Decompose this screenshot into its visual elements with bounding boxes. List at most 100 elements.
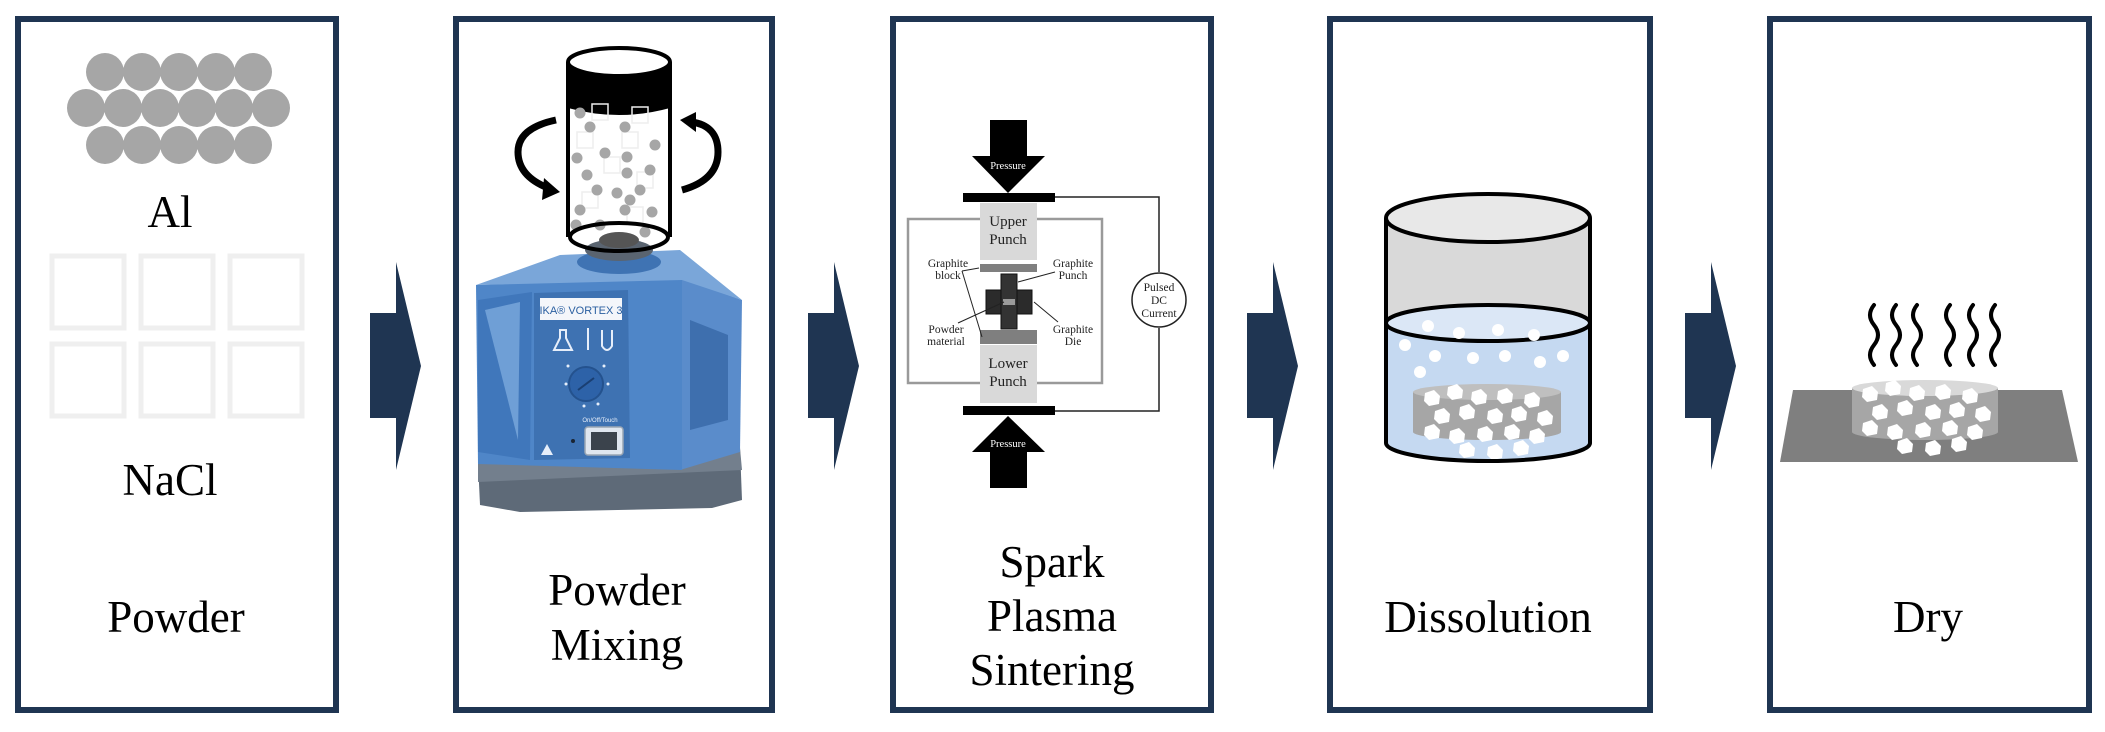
- svg-text:Lower: Lower: [988, 356, 1027, 372]
- sps-schematic: Pulsed DC Current Pressure Upper Punch: [906, 120, 1187, 488]
- bubble: [1534, 356, 1546, 368]
- nacl-particle: [581, 191, 599, 209]
- pore: [1967, 424, 1983, 440]
- panel-dry: Dry: [1767, 16, 2092, 713]
- al-particle: [639, 226, 651, 238]
- pore: [1935, 384, 1951, 400]
- panel-frame: [1767, 16, 2092, 713]
- step-label-line-1: Powder: [548, 565, 685, 615]
- heat-waves-icon: [1868, 303, 2001, 367]
- pore: [1513, 440, 1529, 456]
- graphite-die-label: Die: [1065, 336, 1082, 348]
- al-particle: [619, 121, 631, 133]
- pore: [1909, 385, 1925, 401]
- pore: [1497, 388, 1513, 404]
- vortex-mixer-icon: IKA® VORTEX 3 On/Off/Touch: [476, 239, 742, 512]
- graphite-block-upper: [980, 264, 1037, 272]
- pore: [1477, 426, 1493, 442]
- bubble: [1399, 339, 1411, 351]
- svg-text:Pressure: Pressure: [990, 439, 1026, 450]
- pore: [1449, 428, 1465, 444]
- pore: [1524, 392, 1540, 408]
- pore: [1487, 444, 1503, 460]
- al-powder-icon: [67, 53, 290, 164]
- mixing-jar-icon: [566, 46, 672, 253]
- nacl-particle: [227, 253, 305, 331]
- al-particle: [234, 126, 272, 164]
- pore: [1424, 390, 1440, 406]
- step-label: Dissolution: [1384, 592, 1592, 642]
- pore: [1511, 406, 1527, 422]
- al-particle: [178, 89, 216, 127]
- bubble: [1467, 352, 1479, 364]
- pore: [1942, 420, 1958, 436]
- step-label: Powder: [107, 592, 244, 642]
- al-particle: [571, 152, 583, 164]
- pore: [1887, 424, 1903, 440]
- upper-punch: [980, 203, 1037, 260]
- nacl-particle: [49, 341, 127, 419]
- graphite-block-label: block: [935, 270, 961, 282]
- nacl-particle: [591, 103, 609, 121]
- pore: [1537, 410, 1553, 426]
- pore: [1925, 440, 1941, 456]
- pore: [1925, 404, 1941, 420]
- bubble: [1492, 324, 1504, 336]
- nacl-particle: [621, 131, 639, 149]
- porous-sample-icon: [1413, 384, 1561, 460]
- bubble: [1499, 350, 1511, 362]
- panel-powder-mixing: IKA® VORTEX 3 On/Off/Touch: [453, 16, 775, 713]
- pore: [1949, 402, 1965, 418]
- nacl-particle: [576, 131, 594, 149]
- flow-arrow-icon: [370, 262, 421, 470]
- upper-electrode: [963, 193, 1055, 202]
- powder-material-label: Powder: [928, 324, 963, 336]
- bubble: [1557, 350, 1569, 362]
- mixer-brand-label: IKA® VORTEX 3: [539, 305, 622, 317]
- graphite-block-label: Graphite: [928, 258, 968, 270]
- al-particle: [160, 126, 198, 164]
- bubble: [1453, 327, 1465, 339]
- heat-wave: [1868, 303, 1880, 367]
- al-particle: [624, 194, 636, 206]
- al-particle: [581, 169, 593, 181]
- pore: [1471, 389, 1487, 405]
- al-particle: [649, 139, 661, 151]
- power-source-label: DC: [1151, 295, 1167, 307]
- porous-sample-icon: [1852, 380, 1998, 456]
- pore: [1504, 424, 1520, 440]
- bubbles-icon: [1399, 320, 1569, 378]
- heat-wave: [1967, 303, 1979, 367]
- al-particle: [197, 126, 235, 164]
- mixer-switch-label: On/Off/Touch: [582, 418, 617, 424]
- powder-material-label: material: [927, 336, 965, 348]
- al-particle: [574, 204, 586, 216]
- bubble: [1414, 366, 1426, 378]
- heat-wave: [1944, 303, 1956, 367]
- al-particle: [67, 89, 105, 127]
- bubble: [1429, 350, 1441, 362]
- al-particle: [574, 107, 586, 119]
- panel-frame: [890, 16, 1214, 713]
- al-particle: [86, 53, 124, 91]
- pore: [1424, 424, 1440, 440]
- pore: [1434, 408, 1450, 424]
- rotation-arrows-icon: [514, 112, 722, 200]
- nacl-particle: [227, 341, 305, 419]
- al-particle: [123, 126, 161, 164]
- beaker-icon: [1384, 192, 1592, 463]
- al-particle: [160, 53, 198, 91]
- graphite-punch-label: Punch: [1059, 270, 1088, 282]
- al-particle: [619, 204, 631, 216]
- svg-text:Punch: Punch: [989, 232, 1027, 248]
- material-label-al: Al: [148, 187, 193, 237]
- nacl-particle: [49, 253, 127, 331]
- pore: [1897, 438, 1913, 454]
- bubble: [1528, 329, 1540, 341]
- step-label: Dry: [1893, 592, 1963, 642]
- panel-spark-plasma-sintering: Pulsed DC Current Pressure Upper Punch: [890, 16, 1214, 713]
- nacl-particle: [138, 253, 216, 331]
- al-particle: [599, 147, 611, 159]
- heat-wave: [1989, 303, 2001, 367]
- svg-text:Upper: Upper: [989, 214, 1027, 230]
